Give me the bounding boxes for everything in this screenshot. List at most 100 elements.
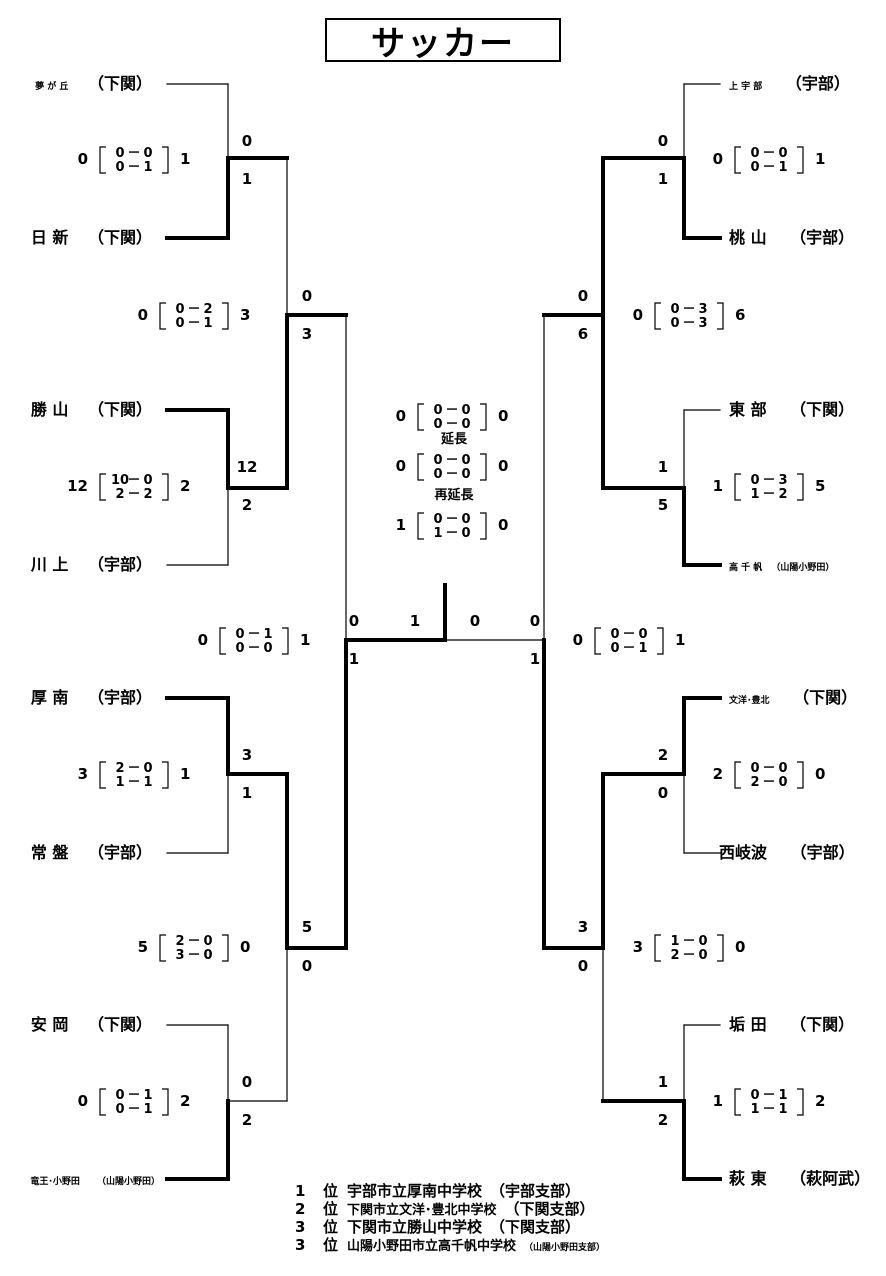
score-m12-half1-right: 1 [778,1088,788,1103]
score-m2-half2-left: 2 [115,487,125,502]
advance-m12-a: 1 [657,1073,669,1091]
score-m11-total-left: 2 [712,765,723,783]
right-semi-bottom: 1 [529,650,541,668]
advance-m10-b: 6 [577,325,589,343]
team-L4: 川 上 （宇部） [31,557,152,573]
score-m6-half2-left: 3 [175,948,185,963]
score-m4-bracket-right [162,761,169,789]
advance-m2-a: 12 [236,458,258,476]
score-m9-half2-left: 1 [750,487,760,502]
score-m5-bracket-right [162,1088,169,1116]
score-m5-half2-dash: － [127,1102,141,1117]
score-m2-bracket-left [99,473,106,501]
advance-m3-b: 3 [301,325,313,343]
score-m3-total-right: 3 [240,306,251,324]
score-m12-bracket-right [797,1088,804,1116]
advance-m8-a: 0 [657,132,669,150]
advance-m6-b: 0 [301,957,313,975]
final-extra-half2-dash: － [445,467,459,482]
score-m14-bracket-right [657,627,664,655]
final-total-left: 1 [409,612,421,630]
team-region: （宇部） [82,688,152,707]
score-m12-bracket-left [734,1088,741,1116]
score-m4-total-left: 3 [77,765,88,783]
score-m8-bracket-left [734,146,741,174]
final-extra-half2-right: 0 [461,467,471,482]
team-L6: 常 盤 （宇部） [31,845,152,861]
advance-m1-a: 0 [241,132,253,150]
score-m1-total-right: 1 [180,150,191,168]
rank-place: 2 [295,1200,306,1218]
final-second-extra-half2-right: 0 [461,526,471,541]
final-extra-half1-left: 0 [433,453,443,468]
team-region: （下関） [82,400,152,419]
score-m14-half1-right: 0 [638,627,648,642]
final-second-extra-bracket-right [480,512,487,540]
team-region: （下関） [787,688,858,707]
left-semi-top: 0 [348,612,360,630]
score-m6-half2-dash: － [187,948,201,963]
score-m5-total-left: 0 [77,1092,88,1110]
team-region: （宇部） [780,74,850,93]
score-m7-half2-dash: － [247,641,261,656]
final-regular-bracket-right [480,403,487,431]
team-R8: 萩 東 （萩阿武） [729,1171,870,1187]
final-extra-total-left: 0 [395,457,406,475]
team-name: 夢 が 丘 [35,82,69,92]
score-m7-bracket-right [282,627,289,655]
advance-m1-b: 1 [241,170,253,188]
score-m12-half2-left: 1 [750,1102,760,1117]
score-m11-half2-dash: － [762,775,776,790]
score-m10-half1-left: 0 [670,302,680,317]
score-m1-half2-left: 0 [115,160,125,175]
score-m12-total-right: 2 [815,1092,826,1110]
team-name: 安 岡 [30,1015,69,1034]
score-m11-half2-right: 0 [778,775,788,790]
score-m6-half1-right: 0 [203,934,213,949]
final-extra-bracket-left [417,453,424,481]
rank-school: 下関市立勝山中学校 [347,1218,483,1236]
score-m10-total-left: 0 [632,306,643,324]
final-second-extra-half1-dash: － [445,512,459,527]
advance-m5-a: 0 [241,1073,253,1091]
advance-m4-b: 1 [241,784,253,802]
score-m3-bracket-left [159,302,166,330]
advance-m8-b: 1 [657,170,669,188]
score-m14-half1-left: 0 [610,627,620,642]
final-regular-half2-dash: － [445,417,459,432]
score-m8-total-left: 0 [712,150,723,168]
score-m4-half2-right: 1 [143,775,153,790]
team-region: （下関） [82,74,152,93]
score-m9-bracket-left [734,473,741,501]
score-m13-half1-dash: － [682,934,696,949]
final-extra-bracket-right [480,453,487,481]
score-m11-half1-left: 0 [750,761,760,776]
score-m9-half2-dash: － [762,487,776,502]
score-m6-bracket-left [159,934,166,962]
final-extra-label: 延長 [440,432,468,447]
score-m6-half1-dash: － [187,934,201,949]
team-region: （下関） [82,1015,152,1034]
score-m8-half2-dash: － [762,160,776,175]
score-m13-half2-right: 0 [698,948,708,963]
rank-branch: （山陽小野田支部） [524,1243,606,1253]
score-m5-half1-right: 1 [143,1088,153,1103]
rank-place: 1 [295,1182,306,1200]
score-m4-half2-dash: － [127,775,141,790]
rank-branch: （宇部支部） [490,1182,581,1200]
team-R6: 西岐波 （宇部） [719,845,855,861]
team-L2: 日 新 （下関） [31,230,152,246]
score-m10-half1-right: 3 [698,302,708,317]
score-m8-half1-right: 0 [778,146,788,161]
score-m7-half2-left: 0 [235,641,245,656]
score-m14-total-right: 1 [675,631,686,649]
score-m7-half1-left: 0 [235,627,245,642]
score-m9-bracket-right [797,473,804,501]
score-m13-bracket-left [654,934,661,962]
score-m5-half2-left: 0 [115,1102,125,1117]
